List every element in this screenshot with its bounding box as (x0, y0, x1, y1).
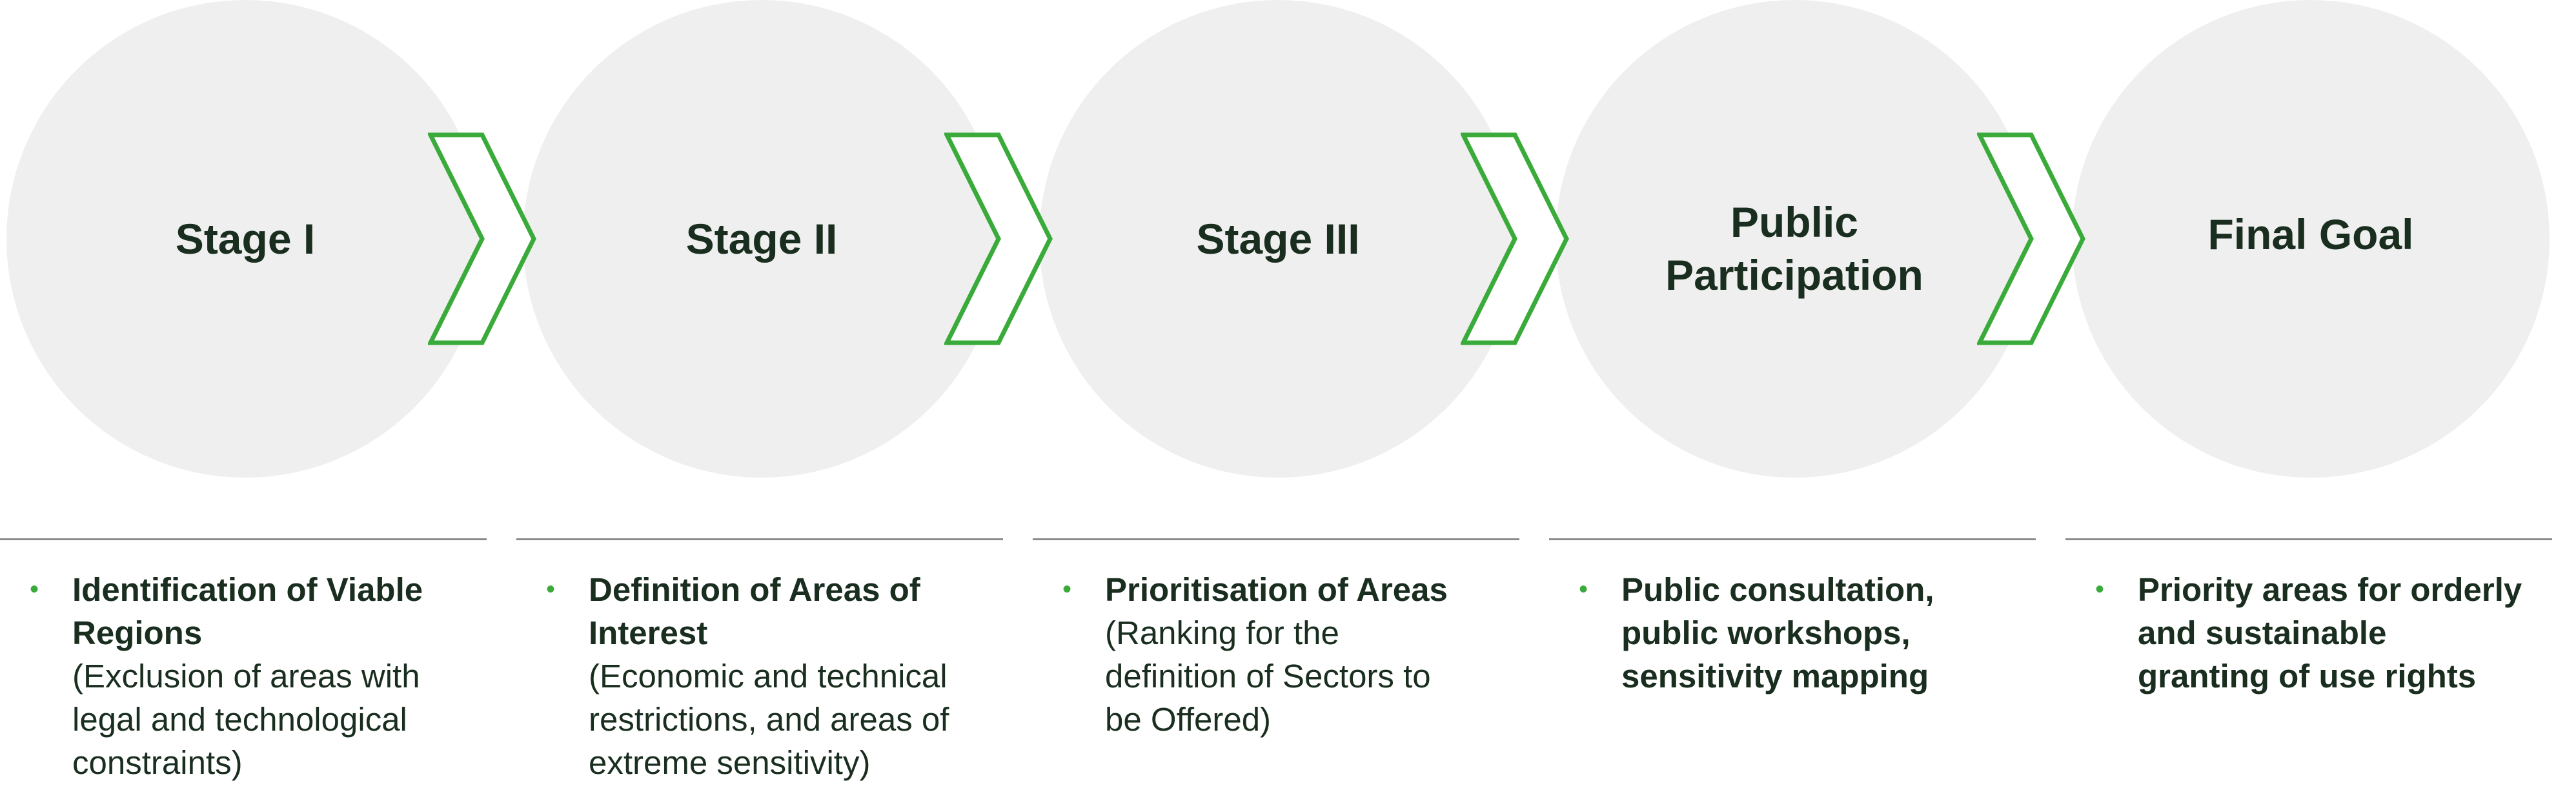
stage-3-divider (1033, 538, 1519, 540)
chevron-right-icon (1461, 132, 1569, 345)
stage-3-description: • Prioritisation of Areas (Ranking for t… (1062, 568, 1514, 741)
stage-2-heading: Definition of Areas of Interest (589, 571, 920, 651)
stage-2-description: • Definition of Areas of Interest (Econo… (546, 568, 998, 784)
stage-5-circle (2072, 0, 2550, 478)
stage-2: Stage II • Definition of Areas of Intere… (516, 0, 1007, 801)
stage-1: Stage I • Identification of Viable Regio… (0, 0, 491, 801)
stage-2-circle (523, 0, 1000, 478)
stage-4-title: Public Participation (1665, 198, 1923, 299)
stage-2-title: Stage II (685, 215, 838, 263)
stage-5-description: • Priority areas for orderly and sustain… (2095, 568, 2547, 698)
stage-4-heading: Public consultation, public workshops, s… (1621, 571, 1934, 695)
stage-3-title: Stage III (1196, 215, 1360, 263)
bullet-icon: • (546, 575, 556, 603)
stage-1-heading: Identification of Viable Regions (72, 571, 423, 651)
stage-1-divider (0, 538, 487, 540)
stage-2-divider (516, 538, 1003, 540)
stage-1-circle (6, 0, 484, 478)
stage-4: Public Participation • Public consultati… (1549, 0, 2040, 801)
stage-5-title: Final Goal (2207, 210, 2414, 258)
stage-5-heading: Priority areas for orderly and sustainab… (2138, 571, 2522, 695)
stage-3-heading: Prioritisation of Areas (1105, 571, 1448, 608)
stage-2-detail: (Economic and technical restrictions, an… (589, 658, 949, 781)
chevron-right-icon (944, 132, 1053, 345)
stage-4-description: • Public consultation, public workshops,… (1579, 568, 2031, 698)
stage-3-circle (1039, 0, 1517, 478)
stage-3: Stage III • Prioritisation of Areas (Ran… (1033, 0, 1523, 801)
stage-4-circle (1556, 0, 2033, 478)
stage-5: Final Goal • Priority areas for orderly … (2065, 0, 2556, 801)
bullet-icon: • (1579, 575, 1588, 603)
chevron-right-icon (428, 132, 536, 345)
stage-4-divider (1549, 538, 2036, 540)
stage-1-title: Stage I (175, 215, 316, 263)
bullet-icon: • (1062, 575, 1072, 603)
stage-5-divider (2065, 538, 2552, 540)
stage-1-description: • Identification of Viable Regions (Excl… (30, 568, 482, 784)
stage-3-detail: (Ranking for the definition of Sectors t… (1105, 614, 1431, 738)
bullet-icon: • (30, 575, 39, 603)
stage-1-detail: (Exclusion of areas with legal and techn… (72, 658, 420, 781)
chevron-right-icon (1977, 132, 2085, 345)
bullet-icon: • (2095, 575, 2105, 603)
